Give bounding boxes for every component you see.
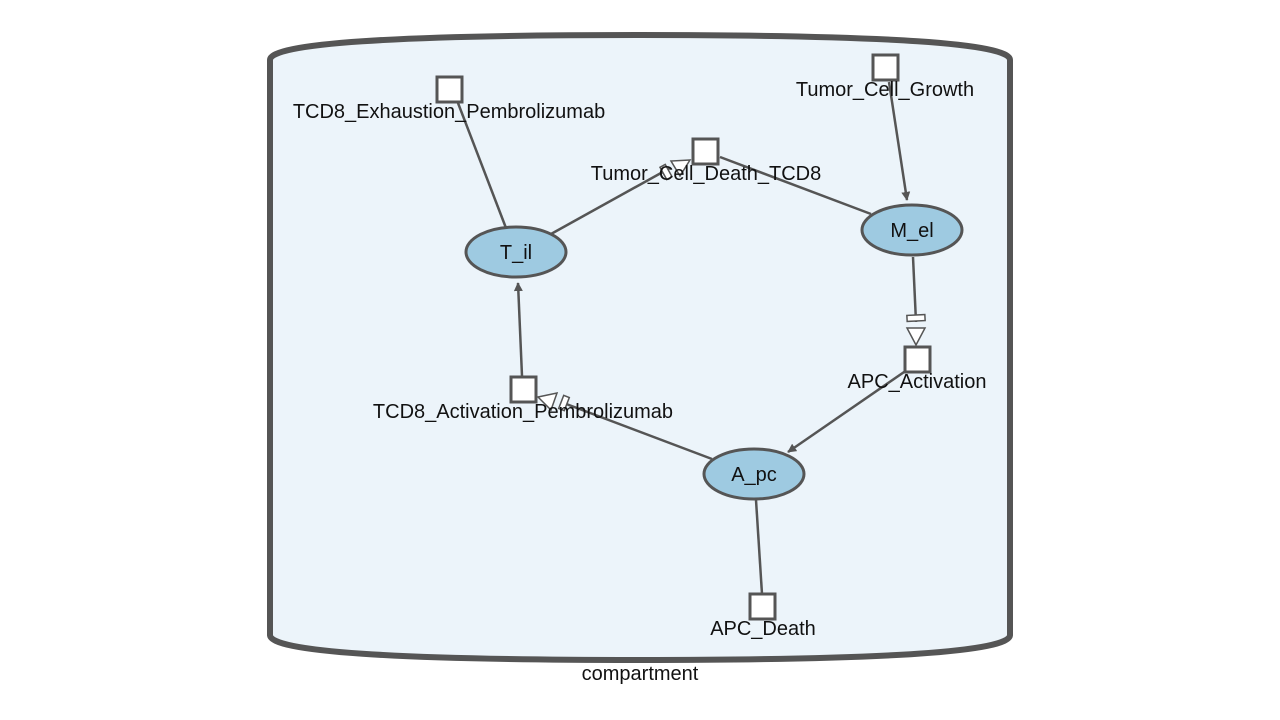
stimulation-head-apcactivation [905, 313, 927, 347]
reaction-label-apc-activation: APC_Activation [848, 371, 987, 393]
species-node-mel[interactable] [860, 203, 964, 257]
stimulation-head-tcd8activation [536, 391, 571, 412]
species-label-apc: A_pc [731, 464, 777, 486]
edge-apc-tcd8activation [560, 400, 713, 461]
reaction-label-growth: Tumor_Cell_Growth [796, 79, 974, 101]
reaction-node-tcd8-activation[interactable] [509, 375, 538, 404]
species-label-til: T_il [500, 242, 532, 264]
reaction-label-tcd8-activation: TCD8_Activation_Pembrolizumab [373, 401, 673, 423]
compartment-label: compartment [582, 663, 699, 685]
reaction-node-apc-activation[interactable] [903, 345, 932, 374]
stimulation-head-death [658, 159, 692, 181]
species-node-apc[interactable] [702, 447, 806, 501]
edge-mel-apcactivation [911, 256, 918, 323]
edge-til-death [550, 166, 671, 236]
reaction-node-apc-death[interactable] [748, 592, 777, 621]
edge-apc-apcdeath [754, 499, 764, 595]
species-label-mel: M_el [890, 220, 933, 242]
reaction-label-death-tcd8: Tumor_Cell_Death_TCD8 [591, 163, 821, 185]
reaction-node-growth[interactable] [871, 53, 900, 82]
reaction-node-death-tcd8[interactable] [691, 137, 720, 166]
species-node-til[interactable] [464, 225, 568, 279]
edge-mel-death [719, 155, 872, 216]
edge-growth-mel [887, 81, 911, 201]
edge-apcactivation-apc [787, 368, 908, 454]
reaction-label-apc-death: APC_Death [710, 618, 816, 640]
edge-til-exhaustion [456, 102, 508, 229]
reaction-label-exhaustion: TCD8_Exhaustion_Pembrolizumab [293, 101, 605, 123]
reaction-node-exhaustion[interactable] [435, 75, 464, 104]
edge-tcd8activation-til [513, 282, 524, 377]
compartment-boundary [267, 31, 1013, 664]
